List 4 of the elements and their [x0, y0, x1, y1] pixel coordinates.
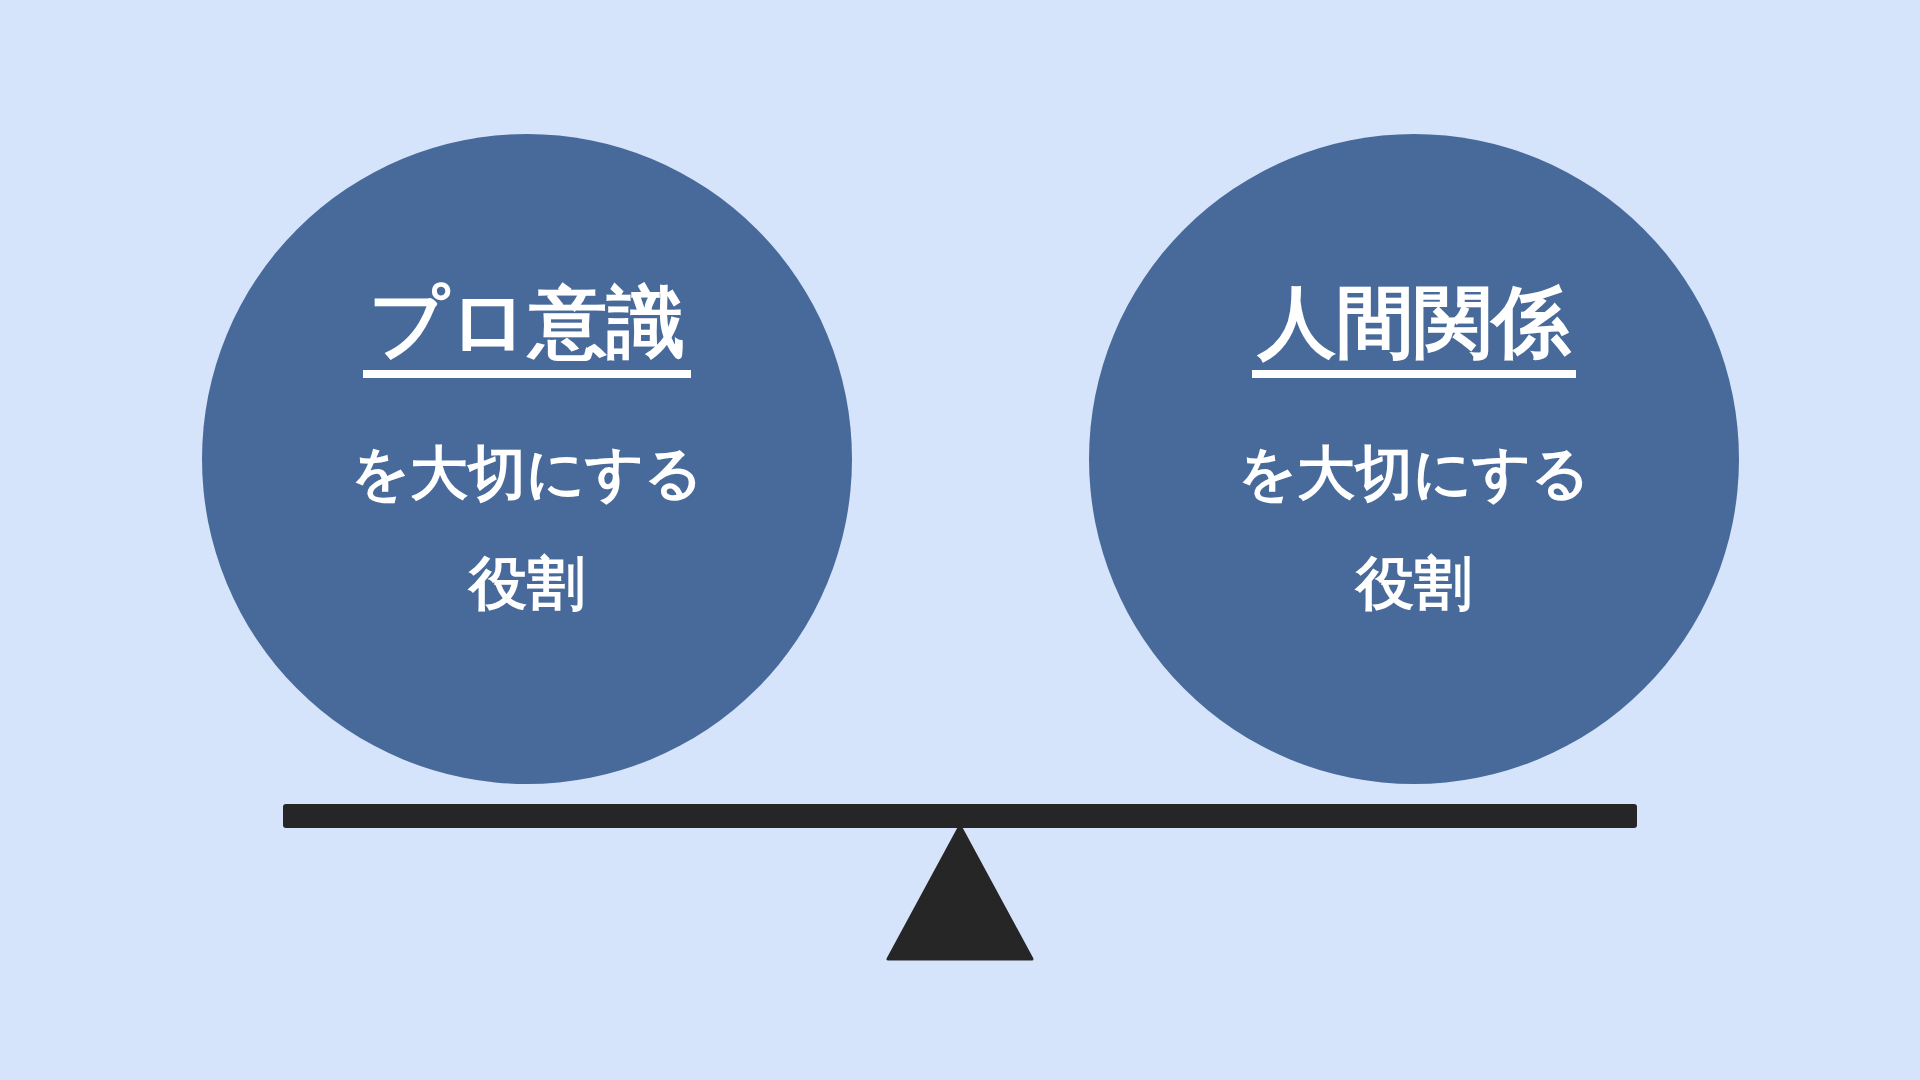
heading: 人間関係 — [1252, 279, 1576, 378]
body-text: を大切にする役割 — [1237, 437, 1591, 619]
heading: プロ意識 — [363, 279, 691, 378]
body-text: を大切にする役割 — [350, 437, 704, 619]
